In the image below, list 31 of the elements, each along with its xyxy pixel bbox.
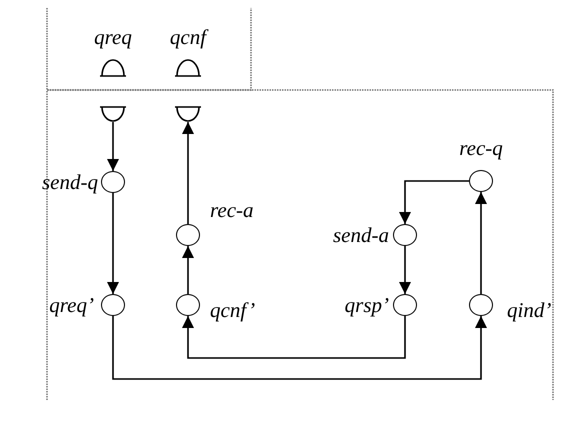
arrow <box>107 193 119 294</box>
arrow <box>182 246 194 294</box>
place-label: rec-q <box>459 137 503 159</box>
port-cup <box>174 106 202 122</box>
place-label: qreq’ <box>49 294 94 316</box>
place-circle <box>101 171 125 193</box>
place-label: send-a <box>333 224 389 246</box>
place-circle <box>469 294 493 316</box>
port-dome <box>174 59 202 77</box>
place-circle <box>469 170 493 192</box>
place-circle <box>101 294 125 316</box>
place-label: qcnf <box>170 26 206 48</box>
port-dome <box>99 59 127 77</box>
place-label: qreq <box>94 26 132 48</box>
place-circle <box>393 294 417 316</box>
place-label: qind’ <box>507 299 552 321</box>
arrow <box>107 122 119 171</box>
place-circle <box>176 224 200 246</box>
arrow <box>399 180 469 224</box>
place-label: send-q <box>42 171 98 193</box>
place-label: rec-a <box>210 199 254 221</box>
arrow <box>475 192 487 294</box>
port-cup <box>99 106 127 122</box>
arrow <box>182 122 194 224</box>
arrow <box>399 246 411 294</box>
place-circle <box>176 294 200 316</box>
place-label: qcnf’ <box>210 299 256 321</box>
place-label: qrsp’ <box>344 294 389 316</box>
place-circle <box>393 224 417 246</box>
arrow <box>182 316 406 359</box>
arrow <box>112 316 487 380</box>
